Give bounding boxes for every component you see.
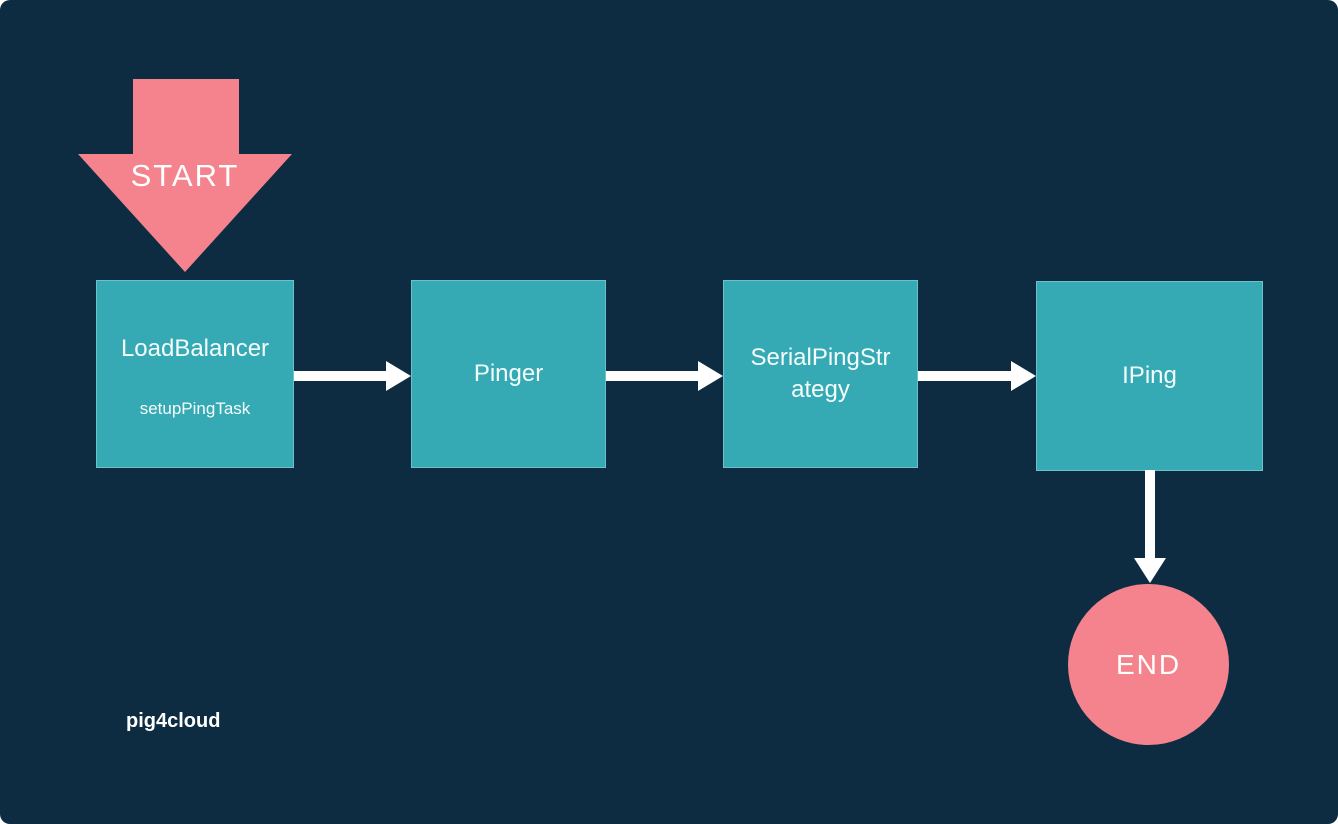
arrow-head-right-icon: [698, 361, 723, 391]
start-node: START: [78, 79, 292, 272]
node-pinger: Pinger: [411, 280, 606, 468]
node-serialpingstrategy: SerialPingStr ategy: [723, 280, 918, 468]
arrow-shaft: [606, 371, 698, 381]
node-label-line2: ategy: [791, 376, 850, 403]
arrow-head-right-icon: [1011, 361, 1036, 391]
node-iping: IPing: [1036, 281, 1263, 471]
arrow-shaft: [1145, 470, 1155, 558]
node-label: LoadBalancer: [120, 335, 270, 362]
end-label: END: [1115, 648, 1182, 680]
node-sublabel: setupPingTask: [139, 399, 251, 418]
node-label-line1: SerialPingStr: [750, 344, 891, 371]
down-arrow-shape-icon: [78, 79, 292, 272]
arrow-head-right-icon: [386, 361, 411, 391]
end-node: END: [1068, 584, 1229, 745]
arrow-head-down-icon: [1134, 558, 1166, 583]
start-label: START: [130, 158, 240, 193]
node-label: IPing: [1122, 362, 1177, 389]
arrow-shaft: [918, 371, 1011, 381]
node-loadbalancer: LoadBalancer setupPingTask: [96, 280, 294, 468]
watermark-pig4cloud: pig4cloud: [126, 710, 221, 732]
arrow-shaft: [294, 371, 386, 381]
node-label: Pinger: [473, 360, 544, 387]
